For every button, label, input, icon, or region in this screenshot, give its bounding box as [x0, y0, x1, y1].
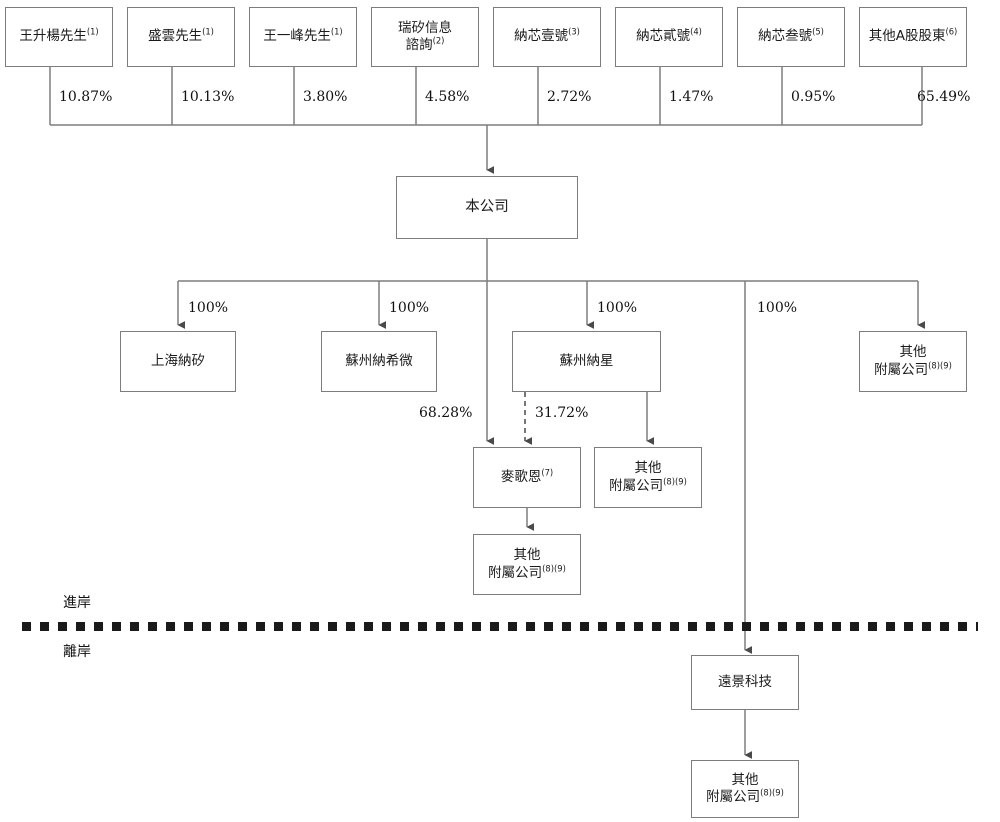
shareholder-box-naxin-no1[interactable]: 納芯壹號(3) — [493, 7, 601, 67]
company-label: 本公司 — [465, 199, 509, 216]
shareholder-box-ruixi-information[interactable]: 瑞矽信息 諮詢(2) — [371, 7, 479, 67]
offshore-label: 其他 附屬公司(8)(9) — [706, 771, 784, 805]
subsidiary-label: 蘇州納星 — [559, 352, 614, 369]
shareholder-box-sheng-yun[interactable]: 盛雲先生(1) — [127, 7, 235, 67]
company-box[interactable]: 本公司 — [396, 176, 578, 239]
footnote-marker: (3) — [568, 26, 580, 37]
subsidiary-box-suzhou-naxiwei[interactable]: 蘇州納希微 — [321, 331, 437, 392]
subsidiary-box-other-subsidiaries-maigeen-child[interactable]: 其他 附屬公司(8)(9) — [473, 534, 581, 595]
onshore-offshore-divider — [22, 622, 978, 631]
subsidiary-box-shanghai-naxi[interactable]: 上海納矽 — [120, 331, 236, 392]
offshore-box-other-subsidiaries[interactable]: 其他 附屬公司(8)(9) — [691, 760, 799, 818]
subsidiary-box-other-subsidiaries-right[interactable]: 其他 附屬公司(8)(9) — [859, 331, 967, 392]
offshore-label: 遠景科技 — [718, 673, 772, 690]
shareholder-box-naxin-no2[interactable]: 納芯貳號(4) — [615, 7, 723, 67]
subsidiary-box-maigeen[interactable]: 麥歌恩(7) — [473, 447, 581, 508]
percent-label-company-to-maigeen: 68.28% — [419, 405, 473, 421]
subsidiary-box-suzhou-naxing[interactable]: 蘇州納星 — [512, 331, 661, 392]
subsidiary-label: 其他 附屬公司(8)(9) — [874, 344, 952, 378]
percent-label-sub2: 100% — [389, 300, 430, 316]
offshore-box-yuanjing-technology[interactable]: 遠景科技 — [691, 655, 799, 710]
shareholder-box-wang-shengyang[interactable]: 王升楊先生(1) — [5, 7, 113, 67]
footnote-marker: (5) — [812, 26, 824, 37]
offshore-zone-label: 離岸 — [63, 644, 91, 660]
subsidiary-label: 其他 附屬公司(8)(9) — [609, 460, 687, 494]
shareholder-box-other-a-share-holders[interactable]: 其他A股股東(6) — [859, 7, 967, 67]
shareholder-label: 其他A股股東(6) — [868, 26, 958, 45]
footnote-marker: (2) — [432, 35, 445, 46]
footnote-marker: (1) — [86, 26, 99, 37]
percent-label-sh4: 4.58% — [425, 89, 470, 105]
shareholder-label: 盛雲先生(1) — [148, 26, 214, 45]
shareholder-label: 瑞矽信息 諮詢(2) — [398, 19, 452, 53]
footnote-marker: (4) — [690, 26, 702, 37]
footnote-marker: (8)(9) — [542, 563, 566, 573]
percent-label-sh2: 10.13% — [181, 89, 235, 105]
percent-label-sh3: 3.80% — [303, 89, 348, 105]
footnote-marker: (8)(9) — [928, 360, 952, 370]
shareholder-label: 王一峰先生(1) — [263, 26, 343, 45]
footnote-marker: (1) — [202, 26, 214, 37]
subsidiary-label: 上海納矽 — [151, 352, 205, 369]
shareholder-label: 納芯貳號(4) — [636, 26, 702, 45]
percent-label-sh1: 10.87% — [59, 89, 113, 105]
onshore-zone-label: 進岸 — [63, 595, 91, 611]
shareholder-label: 納芯壹號(3) — [514, 26, 580, 45]
percent-label-sh6: 1.47% — [669, 89, 714, 105]
footnote-marker: (6) — [945, 26, 958, 37]
shareholder-box-wang-yifeng[interactable]: 王一峰先生(1) — [249, 7, 357, 67]
percent-label-naxing-to-maigeen: 31.72% — [535, 405, 589, 421]
footnote-marker: (7) — [541, 467, 554, 478]
footnote-marker: (8)(9) — [760, 787, 784, 798]
subsidiary-label: 麥歌恩(7) — [500, 467, 554, 485]
percent-label-sub1: 100% — [188, 300, 229, 316]
shareholder-label: 王升楊先生(1) — [19, 26, 99, 45]
subsidiary-box-other-subsidiaries-naxing-child[interactable]: 其他 附屬公司(8)(9) — [594, 447, 702, 508]
percent-label-sh5: 2.72% — [547, 89, 592, 105]
footnote-marker: (8)(9) — [663, 476, 687, 486]
shareholder-label: 納芯叁號(5) — [758, 26, 824, 45]
footnote-marker: (1) — [330, 26, 343, 37]
percent-label-sub3: 100% — [597, 300, 638, 316]
subsidiary-label: 蘇州納希微 — [345, 352, 413, 369]
percent-label-sh8: 65.49% — [917, 89, 971, 105]
subsidiary-label: 其他 附屬公司(8)(9) — [488, 547, 566, 581]
percent-label-sh7: 0.95% — [791, 89, 836, 105]
percent-label-sub4: 100% — [757, 300, 798, 316]
shareholder-box-naxin-no3[interactable]: 納芯叁號(5) — [737, 7, 845, 67]
